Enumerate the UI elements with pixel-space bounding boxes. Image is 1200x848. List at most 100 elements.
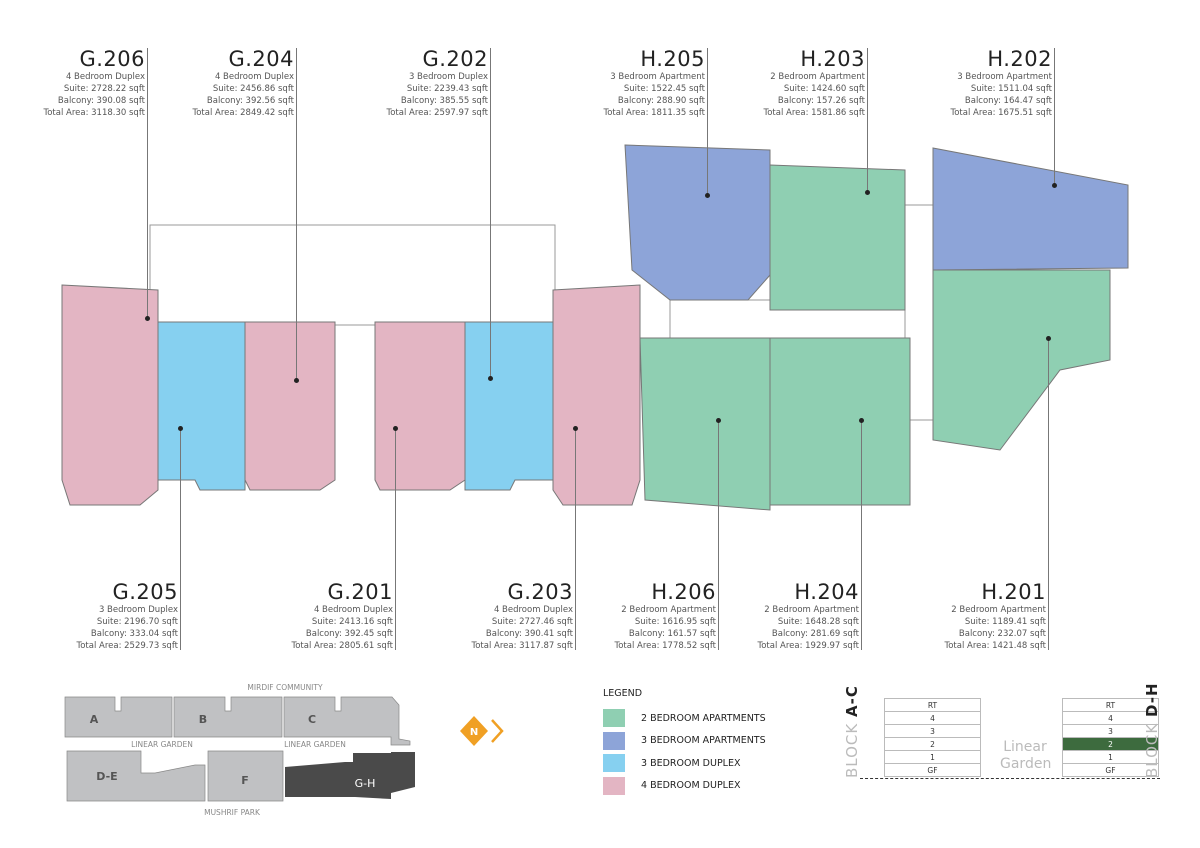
unit-h-203[interactable]: [769, 164, 906, 311]
unit-number: G.203: [507, 580, 573, 604]
balcony-area: Balcony: 161.57 sqft: [628, 629, 716, 639]
legend-swatch: [603, 709, 625, 728]
leader-line: [718, 420, 719, 650]
unit-h-205[interactable]: [624, 144, 771, 301]
unit-number: H.206: [651, 580, 716, 604]
block-b[interactable]: [173, 696, 283, 738]
leader-line: [296, 48, 297, 380]
unit-type: 3 Bedroom Apartment: [610, 72, 705, 82]
leader-line: [395, 428, 396, 650]
block-label: A: [90, 713, 99, 726]
unit-type: 3 Bedroom Duplex: [98, 605, 178, 615]
leader-line: [1054, 48, 1055, 185]
unit-marker-dot: [859, 418, 864, 423]
unit-number: G.204: [228, 47, 294, 71]
suite-area: Suite: 1511.04 sqft: [970, 84, 1052, 94]
unit-g-205[interactable]: [157, 321, 246, 491]
balcony-area: Balcony: 232.07 sqft: [958, 629, 1046, 639]
legend-title: LEGEND: [603, 688, 643, 699]
block-d-e[interactable]: [66, 750, 206, 802]
floor-level-gf[interactable]: GF: [1062, 763, 1159, 777]
unit-g-204[interactable]: [244, 321, 336, 491]
unit-type: 2 Bedroom Apartment: [764, 605, 859, 615]
total-area: Total Area: 3118.30 sqft: [43, 108, 145, 118]
suite-area: Suite: 2196.70 sqft: [96, 617, 178, 627]
balcony-area: Balcony: 281.69 sqft: [771, 629, 859, 639]
balcony-area: Balcony: 390.08 sqft: [57, 96, 145, 106]
unit-marker-dot: [1046, 336, 1051, 341]
block-label-selected: G-H: [355, 777, 376, 790]
block-label: B: [199, 713, 207, 726]
block-prefix: BLOCK: [1143, 717, 1161, 778]
unit-h-206[interactable]: [639, 337, 771, 511]
unit-g-202[interactable]: [464, 321, 554, 491]
suite-area: Suite: 2239.43 sqft: [406, 84, 488, 94]
unit-g-201[interactable]: [374, 321, 466, 491]
unit-marker-dot: [294, 378, 299, 383]
floor-level-gf[interactable]: GF: [884, 763, 981, 777]
block-left-label: BLOCK A-C: [843, 685, 861, 778]
suite-area: Suite: 1189.41 sqft: [964, 617, 1046, 627]
total-area: Total Area: 2849.42 sqft: [192, 108, 294, 118]
block-c[interactable]: [283, 696, 411, 746]
suite-area: Suite: 1616.95 sqft: [634, 617, 716, 627]
block-label: F: [241, 774, 249, 787]
suite-area: Suite: 2413.16 sqft: [311, 617, 393, 627]
floor-level-3[interactable]: 3: [884, 724, 981, 738]
north-label: N: [470, 727, 478, 738]
garden-label: LINEAR GARDEN: [131, 740, 193, 749]
total-area: Total Area: 1929.97 sqft: [757, 641, 859, 651]
balcony-area: Balcony: 333.04 sqft: [90, 629, 178, 639]
legend-item: 4 BEDROOM DUPLEX: [603, 775, 766, 798]
unit-h-204[interactable]: [769, 337, 911, 506]
block-prefix: BLOCK: [843, 717, 861, 778]
core-corridor: [149, 224, 556, 326]
block-name: D-H: [1143, 682, 1161, 717]
leader-line: [490, 48, 491, 378]
leader-line: [147, 48, 148, 318]
floor-level-1[interactable]: 1: [884, 750, 981, 764]
unit-marker-dot: [145, 316, 150, 321]
unit-marker-dot: [716, 418, 721, 423]
site-top-label: MIRDIF COMMUNITY: [247, 683, 323, 692]
total-area: Total Area: 3117.87 sqft: [471, 641, 573, 651]
unit-h-201[interactable]: [932, 269, 1111, 451]
unit-number: G.206: [79, 47, 145, 71]
unit-g-206[interactable]: [61, 284, 159, 506]
leader-line: [180, 428, 181, 650]
balcony-area: Balcony: 385.55 sqft: [400, 96, 488, 106]
unit-number: H.202: [987, 47, 1052, 71]
legend-item: 3 BEDROOM APARTMENTS: [603, 730, 766, 753]
unit-number: G.205: [112, 580, 178, 604]
balcony-area: Balcony: 157.26 sqft: [777, 96, 865, 106]
floor-level-2[interactable]: 2: [884, 737, 981, 751]
total-area: Total Area: 2597.97 sqft: [386, 108, 488, 118]
legend-swatch: [603, 731, 625, 750]
block-a[interactable]: [64, 696, 173, 738]
floor-level-4[interactable]: 4: [884, 711, 981, 725]
leader-line: [1048, 338, 1049, 650]
leader-line: [867, 48, 868, 192]
block-g-h[interactable]: [285, 752, 415, 799]
balcony-area: Balcony: 288.90 sqft: [617, 96, 705, 106]
total-area: Total Area: 2529.73 sqft: [76, 641, 178, 651]
unit-type: 4 Bedroom Duplex: [214, 72, 294, 82]
block-f[interactable]: [207, 750, 284, 802]
unit-h-202[interactable]: [932, 147, 1129, 271]
floor-level-rt[interactable]: RT: [884, 698, 981, 712]
unit-g-203[interactable]: [552, 284, 641, 506]
unit-type: 4 Bedroom Duplex: [65, 72, 145, 82]
